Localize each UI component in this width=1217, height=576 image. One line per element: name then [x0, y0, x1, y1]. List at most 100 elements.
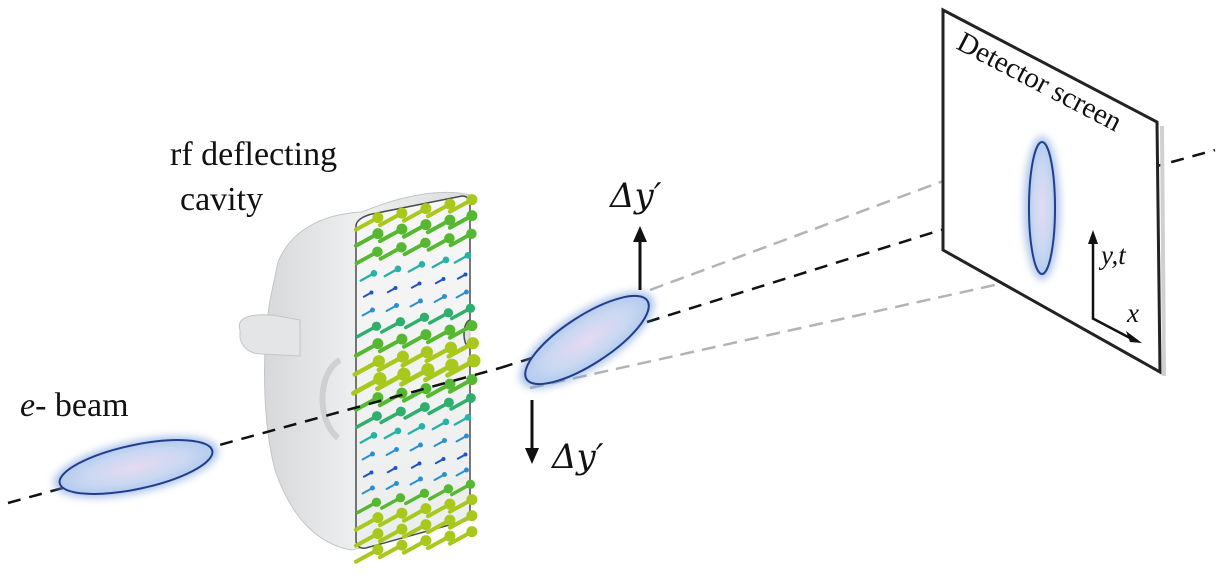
field-arrow-head — [369, 290, 374, 295]
electron-bunch-tilted — [519, 291, 655, 389]
field-arrow-head — [444, 498, 456, 510]
field-arrow-head — [370, 432, 378, 439]
cavity-label-line1: rf deflecting — [170, 136, 337, 173]
field-arrow-head — [417, 476, 423, 482]
field-arrow-head — [418, 261, 426, 268]
field-arrow-head — [396, 507, 408, 519]
field-arrow-head — [371, 321, 382, 331]
field-arrow-head — [466, 374, 478, 386]
field-arrow-head — [369, 470, 374, 475]
field-arrow-head — [443, 308, 454, 318]
field-arrow-head — [396, 333, 408, 345]
field-arrow-head — [395, 406, 406, 417]
field-arrow-head — [464, 414, 472, 421]
kick-down-label: Δy′ — [550, 437, 604, 477]
field-arrow-head — [463, 452, 468, 457]
rf-cavity — [238, 191, 481, 564]
field-arrow-head — [443, 484, 454, 494]
field-arrow-head — [420, 535, 432, 547]
field-arrow-head — [420, 203, 432, 215]
field-arrow-head — [417, 442, 423, 448]
field-arrow-head — [466, 210, 478, 222]
arrow-up-icon — [633, 226, 647, 290]
field-arrow-head — [393, 303, 399, 308]
field-arrow-head — [393, 481, 399, 486]
axis-label-horizontal: x — [1126, 298, 1139, 328]
field-arrow-head — [369, 451, 375, 457]
field-arrow-head — [463, 433, 469, 439]
field-arrow-head — [371, 497, 382, 507]
field-arrow-head — [464, 252, 472, 259]
field-arrow-head — [417, 298, 423, 304]
field-arrow-head — [465, 479, 476, 489]
axis-arrows-icon — [1088, 230, 1142, 343]
field-arrow-head — [465, 303, 476, 313]
field-arrow-head — [420, 346, 433, 359]
cavity-label-line2: cavity — [180, 181, 263, 218]
field-arrow-head — [396, 350, 409, 363]
field-arrow-head — [442, 418, 450, 426]
field-arrow-head — [393, 465, 398, 470]
field-arrow-head — [393, 447, 399, 452]
field-arrow-head — [393, 285, 398, 290]
detector-screen — [941, 7, 1166, 377]
field-arrow-head — [444, 198, 456, 210]
beam-label-prefix: e — [20, 387, 35, 424]
field-arrow-head — [444, 324, 456, 336]
field-arrow-head — [466, 194, 478, 206]
field-arrow-head — [463, 272, 468, 277]
field-arrow-head — [396, 207, 408, 219]
field-arrow-head — [444, 378, 456, 390]
field-arrow-head — [441, 294, 447, 299]
kick-up-label: Δy′ — [608, 176, 662, 216]
field-arrow-head — [417, 461, 422, 466]
field-arrow-head — [395, 317, 406, 327]
field-arrow-head — [372, 512, 384, 524]
field-arrow-head — [443, 397, 454, 408]
field-arrow-head — [419, 488, 430, 498]
beam-label-suffix: - beam — [35, 387, 128, 424]
field-arrow-head — [372, 544, 384, 556]
electron-bunch-on-screen — [1024, 136, 1060, 280]
field-arrow-head — [420, 519, 432, 531]
field-arrow-head — [372, 528, 384, 540]
field-arrow-head — [466, 320, 478, 332]
field-arrow-head — [442, 256, 450, 264]
field-arrow-head — [444, 214, 456, 226]
field-arrow-head — [444, 530, 456, 542]
field-arrow-head — [372, 212, 384, 224]
field-arrow-head — [373, 372, 387, 386]
field-arrow-head — [466, 228, 477, 240]
field-arrow-head — [444, 341, 457, 354]
field-arrow-head — [421, 363, 435, 377]
field-arrow-head — [397, 367, 411, 381]
field-arrow-head — [418, 423, 426, 430]
electromagnetic-field-arrows — [351, 194, 481, 564]
field-arrow-head — [463, 467, 469, 473]
field-arrow-head — [369, 307, 375, 313]
screen-shadow — [1160, 125, 1166, 377]
field-arrow-head — [396, 223, 408, 235]
field-arrow-head — [395, 493, 406, 503]
electron-bunch-input — [53, 436, 219, 498]
field-arrow-head — [394, 265, 402, 273]
field-arrow-head — [441, 456, 446, 461]
field-arrow-head — [420, 237, 431, 249]
field-arrow-head — [444, 514, 456, 526]
field-arrow-head — [466, 510, 478, 522]
field-arrow-head — [466, 526, 478, 538]
field-arrow-head — [420, 383, 432, 395]
field-arrow-head — [441, 472, 447, 477]
axis-label-vertical: y,t — [1098, 240, 1127, 270]
field-arrow-head — [441, 276, 446, 281]
beam-axis-left — [7, 366, 501, 505]
field-arrow-head — [370, 270, 378, 277]
field-arrow-head — [369, 485, 375, 491]
field-arrow-head — [372, 228, 384, 240]
field-arrow-head — [417, 281, 422, 286]
cavity-port — [238, 314, 301, 357]
beam-label: e- beam — [20, 387, 129, 424]
field-arrow-head — [396, 242, 407, 253]
field-arrow-head — [419, 312, 430, 322]
